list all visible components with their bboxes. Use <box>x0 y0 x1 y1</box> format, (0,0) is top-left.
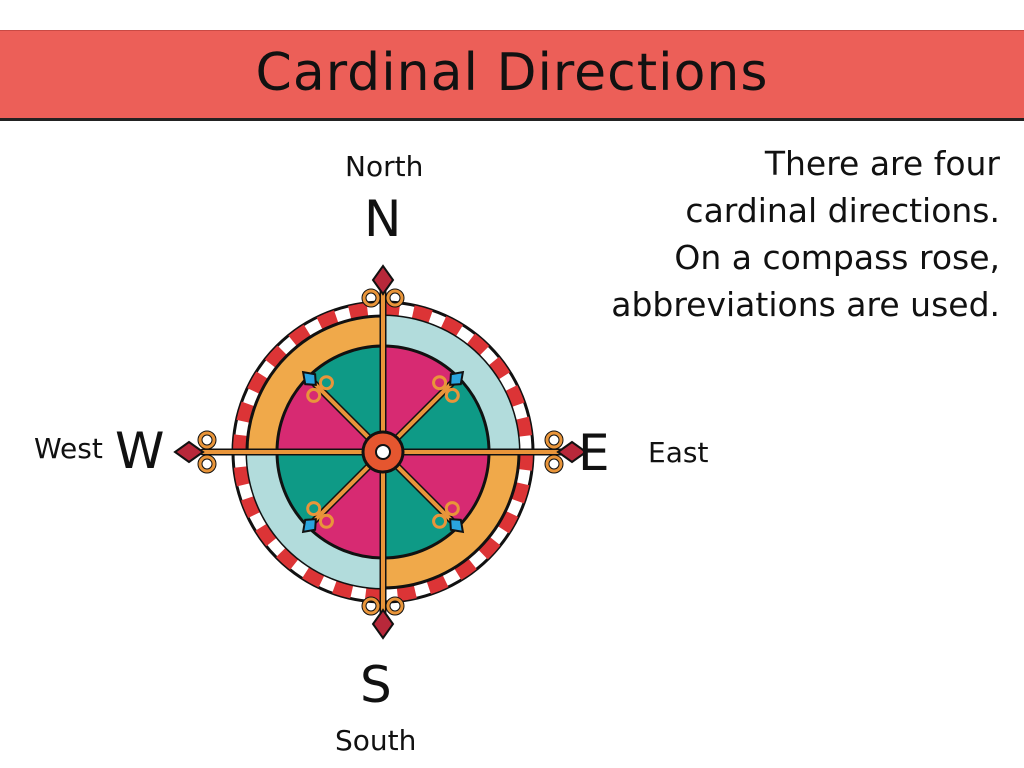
description-line: abbreviations are used. <box>611 285 1000 324</box>
diagonal-point <box>432 501 465 534</box>
compass-wedge <box>383 377 489 452</box>
north-label: North <box>345 150 424 183</box>
east-abbr: E <box>578 424 610 482</box>
south-label: South <box>335 724 417 757</box>
compass-wedge <box>277 377 383 452</box>
compass-point <box>361 264 405 308</box>
diagonal-point <box>301 370 334 403</box>
inner-wedges <box>277 346 489 558</box>
diagonal-point <box>432 370 465 403</box>
compass-point <box>544 430 588 474</box>
west-label: West <box>34 432 103 465</box>
description-line: cardinal directions. <box>685 191 1000 230</box>
compass-point <box>173 430 217 474</box>
description-line: There are four <box>764 144 1000 183</box>
diagonal-point <box>301 501 334 534</box>
compass-wedge <box>383 346 458 452</box>
title-banner: Cardinal Directions <box>0 30 1024 121</box>
compass-wedge <box>277 452 383 527</box>
south-abbr: S <box>360 656 392 714</box>
page-title: Cardinal Directions <box>255 43 769 103</box>
compass-wedge <box>383 452 489 527</box>
compass-wedge <box>308 452 383 558</box>
description-line: On a compass rose, <box>674 238 1000 277</box>
compass-point <box>361 596 405 640</box>
north-abbr: N <box>364 190 402 248</box>
west-abbr: W <box>115 422 165 480</box>
description-text: There are four cardinal directions. On a… <box>611 140 1000 328</box>
compass-wedge <box>308 346 383 452</box>
east-label: East <box>648 436 709 469</box>
compass-points <box>173 264 588 640</box>
compass-wedge <box>383 452 458 558</box>
